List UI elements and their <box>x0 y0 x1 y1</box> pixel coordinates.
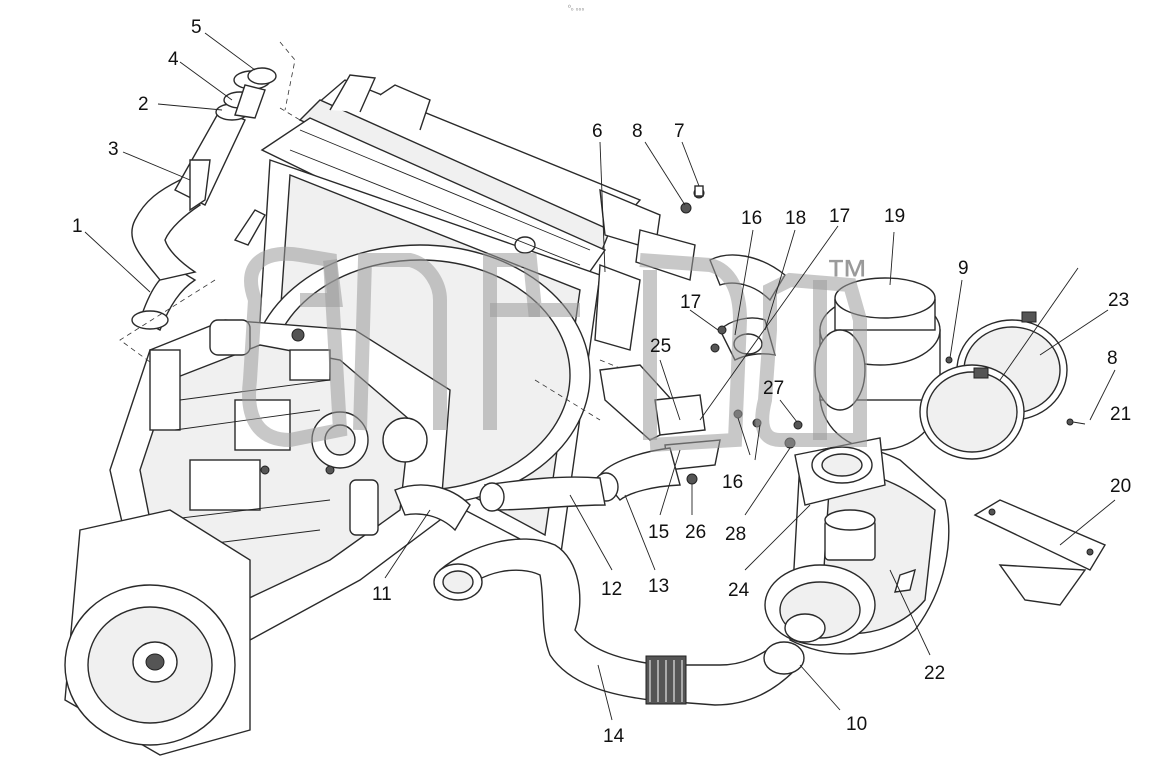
callout-4: 4 <box>168 49 179 70</box>
adapter-24 <box>794 437 886 506</box>
bracket-20 <box>973 499 1107 606</box>
callout-18: 18 <box>785 208 806 229</box>
callout-21: 21 <box>1110 404 1131 425</box>
hose-14 <box>433 538 796 706</box>
callout-12: 12 <box>601 579 622 600</box>
callout-23: 23 <box>1108 290 1129 311</box>
leader-lines <box>84 32 1116 721</box>
callout-27: 27 <box>763 378 784 399</box>
callout-24: 24 <box>728 580 750 601</box>
air-intake-tube-left <box>131 67 277 331</box>
precleaner-19 <box>814 277 941 451</box>
watermark: ™ <box>242 246 869 452</box>
callouts: 1 2 3 4 5 6 7 8 8 9 10 11 12 13 14 15 16… <box>72 17 1131 747</box>
callout-8-top: 8 <box>632 121 643 142</box>
callout-17-right: 17 <box>829 206 850 227</box>
callout-1: 1 <box>72 216 83 237</box>
callout-26: 26 <box>685 522 706 543</box>
watermark-trademark: ™ <box>825 251 869 300</box>
callout-20: 20 <box>1110 476 1131 497</box>
callout-16-top: 16 <box>741 208 762 229</box>
callout-28: 28 <box>725 524 746 545</box>
callout-14: 14 <box>603 726 625 747</box>
callout-9: 9 <box>958 258 969 279</box>
callout-7: 7 <box>674 121 685 142</box>
hose-12 <box>484 476 606 511</box>
explosion-lines <box>119 41 651 421</box>
callout-5: 5 <box>191 17 202 38</box>
callout-6: 6 <box>592 121 603 142</box>
callout-2: 2 <box>138 94 149 115</box>
callout-16-bottom: 16 <box>722 472 743 493</box>
clamp-10 <box>763 641 805 675</box>
callout-13: 13 <box>648 576 669 597</box>
callout-17-left: 17 <box>680 292 701 313</box>
callout-22: 22 <box>924 663 945 684</box>
callout-19: 19 <box>884 206 905 227</box>
callout-25: 25 <box>650 336 671 357</box>
hose-11 <box>394 484 471 532</box>
callout-11: 11 <box>372 584 392 605</box>
clamps-23 <box>919 311 1068 460</box>
header-mark: ⁰₀ ₀₀₀ <box>568 4 584 12</box>
flywheel-housing <box>64 509 251 756</box>
callout-10: 10 <box>846 714 867 735</box>
callout-8-right: 8 <box>1107 348 1118 369</box>
callout-3: 3 <box>108 139 119 160</box>
callout-15: 15 <box>648 522 669 543</box>
